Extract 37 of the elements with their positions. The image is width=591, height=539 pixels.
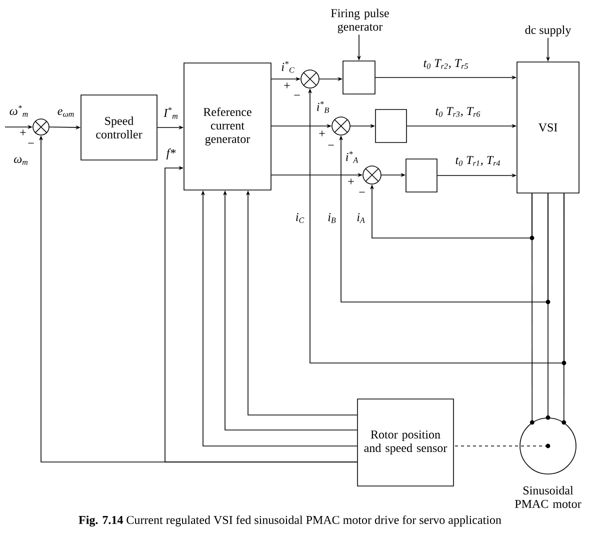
edge-label: I$^{*}$m [164, 107, 178, 119]
edge-label: t$_{0}$ T$_{r2}$, T$_{r5}$ [424, 59, 468, 69]
motor-symbol [520, 415, 576, 474]
edge-label: i$_{B}$ [328, 213, 336, 223]
sensor-box: Rotor position and speed sensor [357, 398, 454, 486]
figure-caption: Fig. 7.14 Current regulated VSI fed sinusoidal PMAC motor drive for servo application [78, 515, 502, 527]
sign-label: + [20, 130, 26, 136]
edge-label: ω$_{m}$ [14, 157, 28, 165]
edge-label: t$_{0}$ T$_{r3}$, T$_{r6}$ [436, 107, 480, 117]
sign-label: + [319, 130, 325, 136]
pulse-box [406, 158, 438, 192]
pulse-box [342, 60, 376, 94]
edge-label: i$^{*}$C [282, 61, 294, 73]
edge-label: i$^{*}$A [346, 151, 358, 163]
sign-label: + [284, 82, 290, 88]
summing-junction [300, 70, 320, 88]
block-label: Firing pulse generator [331, 8, 389, 34]
inverter-box: VSI [516, 62, 580, 194]
sign-label: − [294, 94, 300, 96]
summing-junction [362, 166, 382, 184]
edge-label: ω$^{*}$m [10, 105, 28, 117]
edge-label: i$_{A}$ [357, 213, 365, 223]
sign-label: − [328, 144, 334, 146]
edge-label: i$^{*}$B [317, 101, 329, 113]
pulse-box [375, 109, 407, 143]
motor-label: Sinusoidal PMAC motor [515, 486, 582, 508]
edge-label: i$_{C}$ [296, 213, 304, 223]
edge-label: e$_{ωm}$ [58, 109, 74, 117]
edge-label: f* [166, 148, 176, 160]
generator-box: Reference current generator [184, 62, 272, 190]
sign-label: + [348, 178, 354, 184]
edge-label: t$_{0}$ T$_{r1}$, T$_{r4}$ [456, 156, 500, 166]
block-label: dc supply [525, 26, 572, 36]
controller-box: Speed controller [80, 94, 158, 160]
sign-label: − [28, 142, 34, 144]
summing-junction [32, 118, 50, 136]
summing-junction [332, 116, 350, 136]
